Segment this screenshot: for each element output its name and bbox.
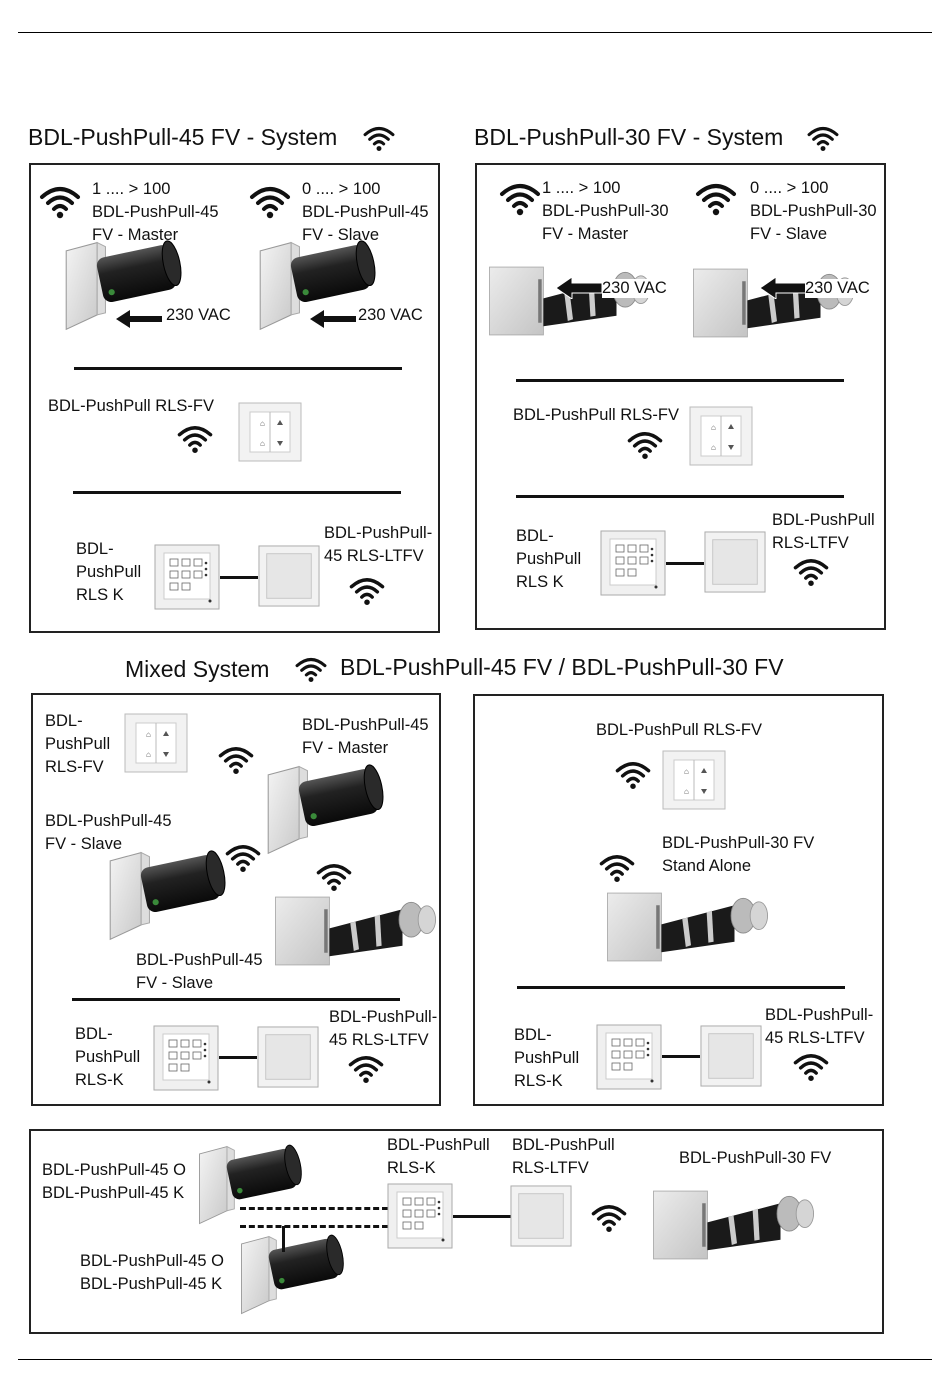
- rls-k-keypad-image: [387, 1183, 453, 1249]
- section-divider: [516, 379, 844, 382]
- voltage-label: 230 VAC: [358, 306, 423, 324]
- fan-45-master-image: [262, 764, 386, 858]
- standalone-label: BDL-PushPull-30 FV Stand Alone: [662, 834, 815, 875]
- slave-label: 0 .... > 100 BDL-PushPull-30 FV - Slave: [750, 179, 877, 243]
- section-divider: [73, 491, 401, 494]
- rls-ltfv-image: [257, 1026, 319, 1088]
- fan-30-slave-image: [690, 258, 864, 348]
- wifi-icon: [224, 843, 262, 873]
- wifi-icon: [217, 745, 255, 775]
- rls-k-keypad-image: [600, 530, 666, 596]
- rls-ltfv-label: BDL-PushPull- 45 RLS-LTFV: [329, 1008, 438, 1049]
- fan-45-o-image: [194, 1144, 304, 1228]
- fan-45-k-image: [236, 1234, 346, 1318]
- rls-ltfv-image: [704, 531, 766, 593]
- unit-o-k-label: BDL-PushPull-45 O BDL-PushPull-45 K: [80, 1252, 224, 1293]
- rls-ltfv-label: BDL-PushPull- 45 RLS-LTFV: [765, 1006, 874, 1047]
- voltage-label: 230 VAC: [805, 279, 870, 298]
- rls-ltfv-label: BDL-PushPull RLS-LTFV: [772, 511, 875, 552]
- rls-fv-switch-image: [689, 406, 753, 466]
- wifi-icon: [294, 656, 328, 683]
- wifi-icon: [694, 182, 738, 216]
- rls-fv-label: BDL-PushPull RLS-FV: [513, 406, 679, 424]
- top-divider: [18, 32, 932, 33]
- slave-label: BDL-PushPull-45 FV - Slave: [136, 951, 263, 992]
- rls-k-keypad-image: [153, 1025, 219, 1091]
- cable-line: [282, 1226, 285, 1252]
- master-label: BDL-PushPull-45 FV - Master: [302, 716, 429, 757]
- rls-ltfv-label: BDL-PushPull RLS-LTFV: [512, 1136, 615, 1177]
- wifi-icon: [362, 125, 396, 152]
- rls-ltfv-image: [510, 1185, 572, 1247]
- wifi-icon: [348, 576, 386, 606]
- wifi-icon: [176, 424, 214, 454]
- rls-k-label: BDL- PushPull RLS-K: [514, 1026, 580, 1090]
- mixed-system-title: Mixed System: [125, 656, 270, 682]
- arrow-left-icon: [116, 308, 162, 330]
- arrow-left-icon: [760, 277, 806, 299]
- master-label: 1 .... > 100 BDL-PushPull-30 FV - Master: [542, 179, 669, 243]
- fan-30-master-image: [486, 256, 660, 346]
- cable-line: [240, 1225, 388, 1228]
- rls-fv-label: BDL- PushPull RLS-FV: [45, 712, 111, 776]
- slave-label: BDL-PushPull-45 FV - Slave: [45, 812, 172, 853]
- rls-k-label: BDL- PushPull RLS-K: [75, 1025, 141, 1089]
- arrow-left-icon: [310, 308, 356, 330]
- wifi-icon: [347, 1054, 385, 1084]
- wifi-icon: [248, 185, 292, 219]
- fan-45-slave-image: [104, 850, 228, 944]
- rls-fv-switch-image: [662, 750, 726, 810]
- bottom-divider: [18, 1359, 932, 1360]
- mixed-30-panel: [473, 694, 884, 1106]
- rls-k-label: BDL- PushPull RLS K: [516, 527, 582, 591]
- wifi-icon: [792, 557, 830, 587]
- wifi-icon: [38, 185, 82, 219]
- section-divider: [72, 998, 400, 1001]
- system-30-panel: [475, 163, 886, 630]
- master-label: 1 .... > 100 BDL-PushPull-45 FV - Master: [92, 180, 219, 244]
- wired-system-panel: [29, 1129, 884, 1334]
- rls-k-keypad-image: [154, 544, 220, 610]
- rls-fv-switch-image: [238, 402, 302, 462]
- rls-k-label: BDL- PushPull RLS K: [76, 540, 142, 604]
- wifi-icon: [598, 853, 636, 883]
- fv-30-label: BDL-PushPull-30 FV: [679, 1149, 832, 1167]
- rls-fv-label: BDL-PushPull RLS-FV: [48, 397, 214, 415]
- arrow-left-icon: [556, 277, 602, 299]
- rls-fv-switch-image: [124, 713, 188, 773]
- mixed-45-panel: [31, 693, 441, 1106]
- voltage-label: 230 VAC: [166, 306, 231, 324]
- mixed-system-subtitle: BDL-PushPull-45 FV / BDL-PushPull-30 FV: [340, 654, 784, 680]
- section-divider: [517, 986, 845, 989]
- wifi-icon: [614, 760, 652, 790]
- section-divider: [516, 495, 844, 498]
- fan-30-image: [650, 1180, 824, 1270]
- rls-fv-label: BDL-PushPull RLS-FV: [596, 721, 762, 739]
- connection-line: [219, 1056, 257, 1059]
- system-30-title: BDL-PushPull-30 FV - System: [474, 124, 784, 150]
- fan-30-standalone-image: [604, 882, 778, 972]
- connection-line: [453, 1215, 511, 1218]
- rls-ltfv-image: [258, 545, 320, 607]
- connection-line: [666, 562, 704, 565]
- wifi-icon: [806, 125, 840, 152]
- rls-k-keypad-image: [596, 1024, 662, 1090]
- voltage-label: 230 VAC: [602, 279, 667, 298]
- unit-o-k-label: BDL-PushPull-45 O BDL-PushPull-45 K: [42, 1161, 186, 1202]
- wifi-icon: [590, 1203, 628, 1233]
- wifi-icon: [626, 430, 664, 460]
- fan-30-image: [272, 886, 446, 976]
- system-45-title: BDL-PushPull-45 FV - System: [28, 124, 338, 150]
- connection-line: [662, 1055, 700, 1058]
- connection-line: [220, 576, 258, 579]
- section-divider: [74, 367, 402, 370]
- rls-k-label: BDL-PushPull RLS-K: [387, 1136, 490, 1177]
- rls-ltfv-label: BDL-PushPull- 45 RLS-LTFV: [324, 524, 433, 565]
- wifi-icon: [792, 1052, 830, 1082]
- rls-ltfv-image: [700, 1025, 762, 1087]
- slave-label: 0 .... > 100 BDL-PushPull-45 FV - Slave: [302, 180, 429, 244]
- wifi-icon: [498, 182, 542, 216]
- cable-line: [240, 1207, 388, 1210]
- system-45-panel: [29, 163, 440, 633]
